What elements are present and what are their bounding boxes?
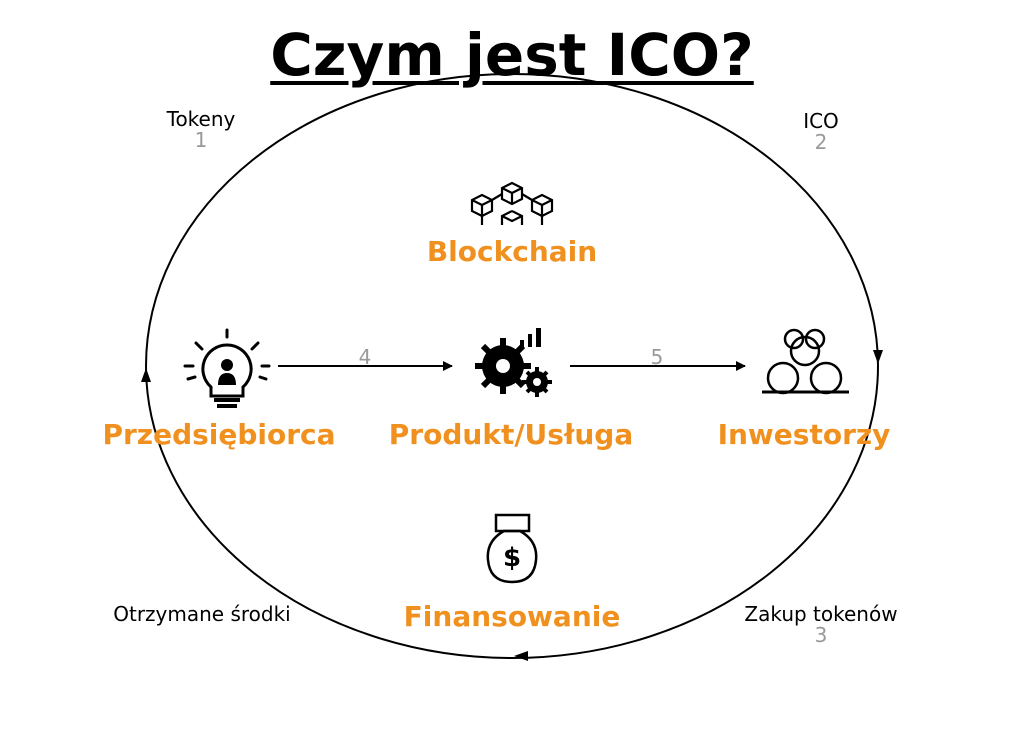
step-label-tokeny: Tokeny <box>166 107 236 131</box>
cycle-arrow-bottom <box>514 651 528 661</box>
coins-stack-icon <box>762 328 849 395</box>
cycle-ellipse <box>145 73 879 659</box>
lightbulb-person-icon <box>183 328 271 408</box>
step-label-otrzymane-srodki: Otrzymane środki <box>113 602 291 626</box>
arrow-number-5: 5 <box>650 345 664 369</box>
blockchain-cubes-icon <box>470 181 554 225</box>
step-number-2: 2 <box>814 130 828 154</box>
step-label-ico: ICO <box>803 109 839 133</box>
blockchain-label: Blockchain <box>426 235 598 268</box>
step-number-3: 3 <box>814 623 828 647</box>
gears-chart-icon <box>475 328 552 397</box>
product-label: Produkt/Usługa <box>388 418 634 451</box>
investors-label: Inwestorzy <box>717 418 891 451</box>
page-title: Czym jest ICO? <box>270 21 754 89</box>
cycle-arrow-right <box>873 350 883 364</box>
step-number-1: 1 <box>194 128 208 152</box>
step-label-zakup-tokenow: Zakup tokenów <box>744 602 898 626</box>
arrow-number-4: 4 <box>358 345 372 369</box>
svg-text:$: $ <box>503 543 521 573</box>
entrepreneur-label: Przedsiębiorca <box>102 418 336 451</box>
money-bag-icon: $ <box>486 513 538 584</box>
financing-label: Finansowanie <box>403 600 621 633</box>
cycle-arrow-left <box>141 368 151 382</box>
